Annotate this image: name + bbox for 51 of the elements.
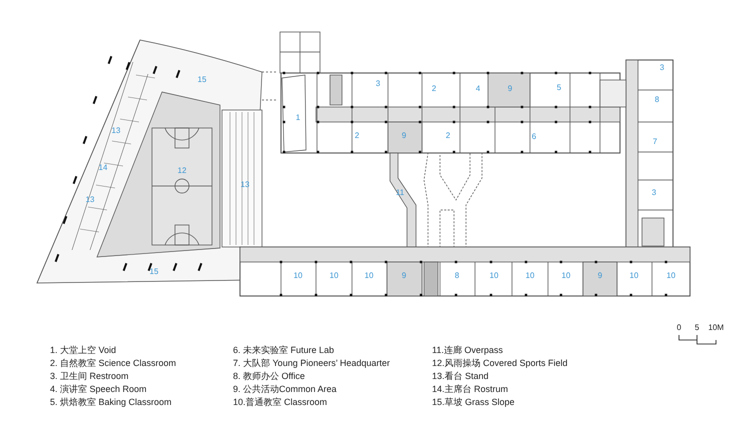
- legend-entry: 3. 卫生间 Restroom: [50, 372, 129, 381]
- callout-number: 9: [508, 85, 512, 93]
- callout-number: 10: [330, 272, 338, 280]
- callout-number: 6: [532, 133, 536, 141]
- callout-number: 10: [526, 272, 534, 280]
- callout-number: 15: [198, 76, 206, 84]
- callout-number: 10: [562, 272, 570, 280]
- callout-number: 10: [630, 272, 638, 280]
- legend-entry: 15.草坡 Grass Slope: [432, 398, 515, 407]
- legend-entry: 5. 烘焙教室 Baking Classroom: [50, 398, 172, 407]
- callout-number: 12: [178, 167, 186, 175]
- legend-entry: 8. 教师办公 Office: [233, 372, 305, 381]
- legend-entry: 7. 大队部 Young Pioneers’ Headquarter: [233, 359, 390, 368]
- callout-number: 14: [98, 164, 108, 172]
- callout-number: 1: [296, 114, 300, 122]
- callout-number: 7: [652, 138, 658, 146]
- callout-number: 8: [454, 272, 460, 280]
- legend-entry: 1. 大堂上空 Void: [50, 346, 116, 355]
- legend-entry: 12.风雨操场 Covered Sports Field: [432, 359, 568, 368]
- callout-number: 2: [354, 132, 360, 140]
- callout-number: 13: [240, 181, 250, 189]
- callout-number: 10: [364, 272, 374, 280]
- callout-number: 4: [476, 85, 480, 93]
- legend-entry: 6. 未来实验室 Future Lab: [233, 346, 334, 355]
- legend-entry: 10.普通教室 Classroom: [233, 398, 328, 407]
- callout-number: 13: [112, 127, 120, 135]
- callout-number: 2: [446, 132, 450, 140]
- callout-number: 2: [432, 85, 436, 93]
- callout-number: 10: [294, 272, 302, 280]
- callout-number: 3: [660, 64, 664, 72]
- callout-number: 11: [396, 189, 404, 197]
- legend-entry: 2. 自然教室 Science Classroom: [50, 359, 176, 368]
- callout-number: 13: [86, 196, 94, 204]
- callout-number: 3: [376, 80, 380, 88]
- legend-entry: 13.看台 Stand: [432, 372, 489, 381]
- legend-entry: 11.连廊 Overpass: [432, 346, 503, 355]
- callout-number: 15: [150, 268, 158, 276]
- legend-entry: 9. 公共活动Common Area: [233, 385, 337, 394]
- callout-number: 10: [490, 272, 498, 280]
- callout-number: 10: [666, 272, 676, 280]
- callout-number: 5: [556, 84, 562, 92]
- callout-number: 8: [654, 96, 660, 104]
- scale-label: 10M: [708, 324, 724, 332]
- legend-entry: 14.主席台 Rostrum: [432, 385, 508, 394]
- scale-label: 0: [676, 324, 682, 332]
- callout-number: 9: [598, 272, 602, 280]
- legend-entry: 4. 演讲室 Speech Room: [50, 385, 147, 394]
- callout-number: 9: [402, 272, 406, 280]
- scale-label: 5: [694, 324, 700, 332]
- callout-number: 3: [652, 189, 656, 197]
- callout-number: 9: [402, 132, 406, 140]
